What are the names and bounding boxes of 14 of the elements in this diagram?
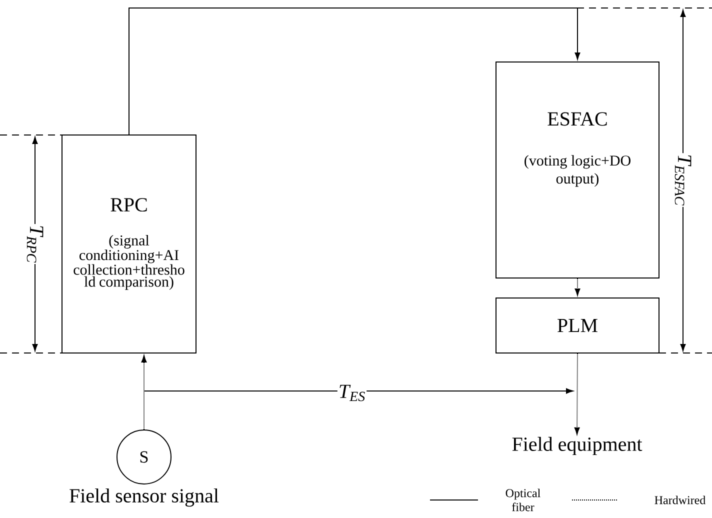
- caption-text: Field sensor signal: [70, 488, 219, 507]
- legend-text: Hardwired: [654, 496, 706, 504]
- connector-arrow: [141, 355, 147, 430]
- dimension-label: T$_{RPC}$: [26, 224, 44, 264]
- legend-text: Optical fiber: [506, 488, 540, 512]
- connector-arrow: [128, 7, 580, 135]
- process-box: ESFAC (voting logic+DO output): [496, 62, 660, 278]
- target-text: Field equipment: [512, 436, 642, 456]
- connector-arrow: [574, 352, 580, 435]
- process-box: RPC (signal conditioning+AI collection+thresho ld comparison): [62, 134, 196, 354]
- process-box: PLM: [496, 297, 660, 354]
- connector-arrow: [574, 278, 580, 296]
- dimension-label: T$_{ES}$: [337, 384, 367, 402]
- dimension-label: T$_{ESFAC}$: [674, 153, 692, 207]
